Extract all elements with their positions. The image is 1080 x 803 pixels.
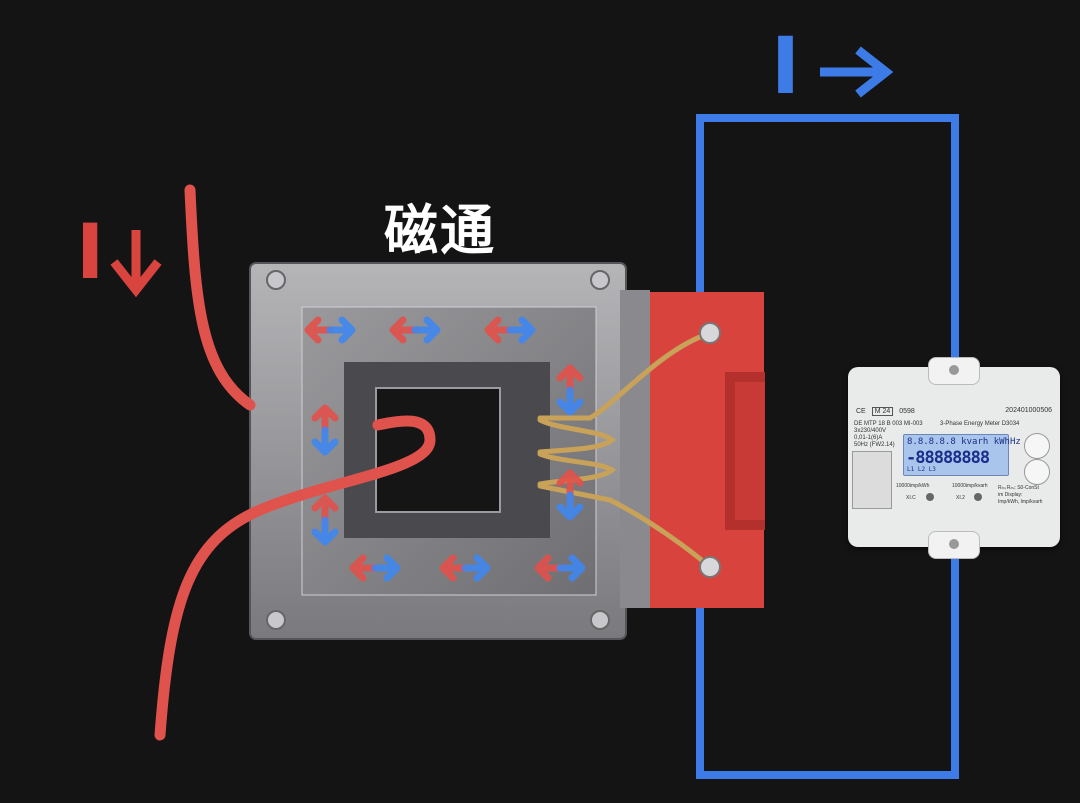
model-line: 0,01-1(6)A xyxy=(854,435,883,441)
meter-lcd: 8.8.8.8.8 kvarh kWhHz -88888888 L1 L2 L3 xyxy=(903,434,1021,476)
double-arrow-icon xyxy=(556,364,584,416)
meter-seal-slot xyxy=(852,451,892,509)
meter-model: DE MTP 18 B 003 MI-003 3x230/400V 0,01-1… xyxy=(854,421,923,449)
pulse-led-2 xyxy=(974,493,982,501)
model-line: 50Hz (FW2.14) xyxy=(854,442,895,448)
double-arrow-icon xyxy=(439,554,491,582)
m-mark: M 24 xyxy=(871,407,894,416)
double-arrow-icon xyxy=(349,554,401,582)
pulse-led-1 xyxy=(926,493,934,501)
double-arrow-icon xyxy=(534,554,586,582)
primary-current-label: I xyxy=(76,207,105,296)
secondary-current-label: I xyxy=(771,22,801,112)
imp-kvarh: 10000imp/kvarh xyxy=(952,483,988,489)
lcd-phases: L1 L2 L3 xyxy=(907,466,936,473)
meter-top-clip xyxy=(928,357,980,385)
double-arrow-icon xyxy=(484,316,536,344)
lcd-units: 8.8.8.8.8 kvarh kWhHz xyxy=(907,437,1021,447)
meter-note: im Display: xyxy=(998,492,1023,498)
meter-title: 3-Phase Energy Meter D3034 xyxy=(940,421,1020,427)
arrow-down-icon xyxy=(110,230,162,298)
meter-button-down[interactable] xyxy=(1024,459,1050,485)
led-label-2: XI.2 xyxy=(956,495,965,501)
double-arrow-icon xyxy=(311,404,339,456)
meter-serial: 202401000506 xyxy=(1005,407,1052,414)
model-line: 3x230/400V xyxy=(854,428,887,434)
meter-certification: CE M 24 0598 xyxy=(856,407,919,416)
meter-note: Imp/kWh, Imp/kvarh xyxy=(998,499,1043,505)
meter-button-up[interactable] xyxy=(1024,433,1050,459)
meter-bottom-clip xyxy=(928,531,980,559)
imp-kwh: 10000imp/kWh xyxy=(896,483,930,489)
double-arrow-icon xyxy=(311,494,339,546)
double-arrow-icon xyxy=(304,316,356,344)
model-line: DE MTP 18 B 003 MI-003 xyxy=(854,421,923,427)
flux-arrows xyxy=(304,316,586,582)
primary-wire-lower xyxy=(154,415,436,741)
led-label-1: XI.C xyxy=(906,495,916,501)
primary-wire-upper xyxy=(184,184,256,411)
double-arrow-icon xyxy=(389,316,441,344)
double-arrow-icon xyxy=(556,469,584,521)
energy-meter: CE M 24 0598 202401000506 DE MTP 18 B 00… xyxy=(848,357,1060,559)
ce-mark: CE xyxy=(856,408,866,415)
current-transformer xyxy=(249,262,650,640)
flux-label: 磁通 xyxy=(384,199,496,262)
meter-note: Rₘᵢ Rₘᵢ: S0-ConSt xyxy=(998,485,1039,491)
arrow-right-icon xyxy=(820,46,894,98)
terminal-screw-top xyxy=(699,322,721,344)
notified-body: 0598 xyxy=(899,408,915,415)
terminal-screw-bottom xyxy=(699,556,721,578)
lcd-digits: -88888888 xyxy=(906,448,990,468)
